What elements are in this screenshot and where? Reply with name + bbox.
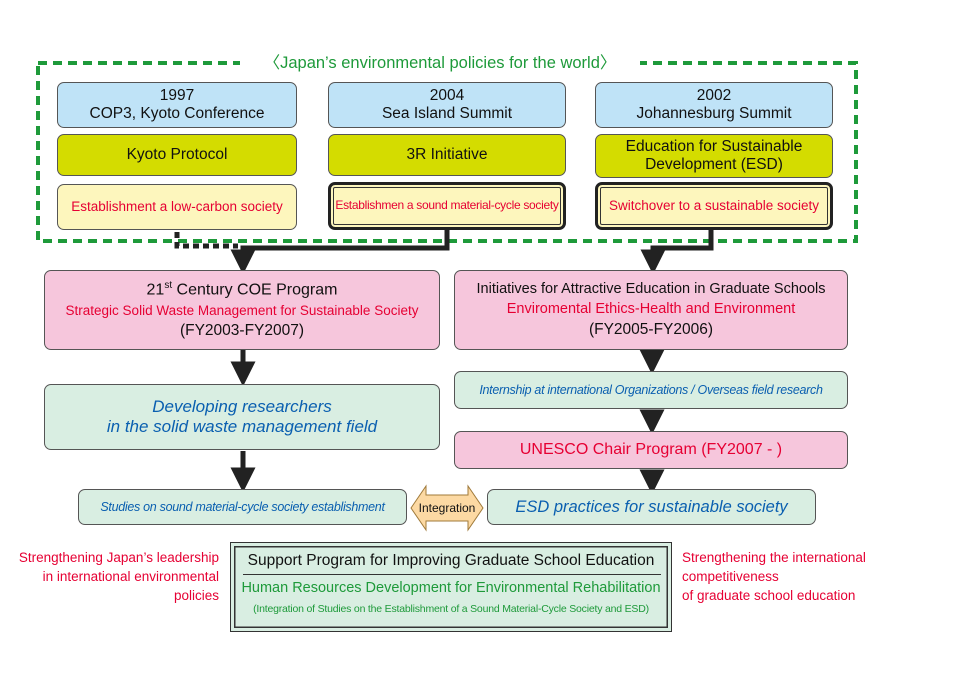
initiative-box-esd: Education for Sustainable Development (E… <box>595 134 833 178</box>
initiatives-period: (FY2005-FY2006) <box>588 320 714 338</box>
initiative-box-3r: 3R Initiative <box>328 134 566 176</box>
goal-box-material-cycle: Establishmen a sound material-cycle soci… <box>328 182 566 230</box>
event-name: Johannesburg Summit <box>636 105 792 122</box>
left-note-line2: in international environmental policies <box>42 568 219 603</box>
initiative-label: Kyoto Protocol <box>126 146 228 164</box>
support-subtitle: Human Resources Development for Environm… <box>241 580 661 596</box>
developing-researchers-box: Developing researchers in the solid wast… <box>44 384 440 450</box>
coe-title: 21st Century COE Program <box>146 280 338 299</box>
unesco-box: UNESCO Chair Program (FY2007 - ) <box>454 431 848 469</box>
goal-label: Establishment a low-carbon society <box>71 199 283 215</box>
initiatives-subtitle: Enviromental Ethics-Health and Environme… <box>506 301 796 318</box>
right-note: Strengthening the international competit… <box>682 549 962 606</box>
dotted-connector <box>174 232 238 249</box>
studies-label: Studies on sound material-cycle society … <box>100 499 385 514</box>
support-divider <box>243 574 661 575</box>
coe-program-box: 21st Century COE Program Strategic Solid… <box>44 270 440 350</box>
goal-label: Switchover to a sustainable society <box>608 198 820 214</box>
coe-period: (FY2003-FY2007) <box>179 321 305 339</box>
integration-label: Integration <box>418 501 476 515</box>
event-year: 1997 <box>159 87 195 105</box>
connector-3r-to-coe <box>230 230 450 275</box>
internship-box: Internship at international Organization… <box>454 371 848 409</box>
developing-line1: Developing researchers <box>152 397 332 417</box>
connector-esd-to-initiatives <box>640 230 714 275</box>
event-box-2004: 2004 Sea Island Summit <box>328 82 566 128</box>
event-year: 2004 <box>429 87 465 105</box>
left-note: Strengthening Japan’s leadership in inte… <box>14 549 219 606</box>
studies-box: Studies on sound material-cycle society … <box>78 489 407 525</box>
goal-box-low-carbon: Establishment a low-carbon society <box>57 184 297 230</box>
support-note: (Integration of Studies on the Establish… <box>253 603 649 615</box>
goal-box-sustainable: Switchover to a sustainable society <box>595 182 833 230</box>
coe-subtitle: Strategic Solid Waste Management for Sus… <box>65 303 419 319</box>
internship-label: Internship at international Organization… <box>479 382 823 397</box>
initiative-label-line1: Education for Sustainable <box>625 138 803 156</box>
event-box-1997: 1997 COP3, Kyoto Conference <box>57 82 297 128</box>
left-note-line1: Strengthening Japan’s leadership <box>18 550 219 565</box>
esd-practices-label: ESD practices for sustainable society <box>515 497 788 516</box>
initiative-box-kyoto: Kyoto Protocol <box>57 134 297 176</box>
right-note-line2: of graduate school education <box>682 587 856 603</box>
event-name: COP3, Kyoto Conference <box>89 105 265 122</box>
event-box-2002: 2002 Johannesburg Summit <box>595 82 833 128</box>
support-program-box: Support Program for Improving Graduate S… <box>230 542 672 632</box>
initiatives-title: Initiatives for Attractive Education in … <box>476 281 826 298</box>
right-note-line1: Strengthening the international competit… <box>682 550 866 584</box>
event-year: 2002 <box>696 87 732 105</box>
support-title: Support Program for Improving Graduate S… <box>247 552 655 569</box>
initiatives-box: Initiatives for Attractive Education in … <box>454 270 848 350</box>
policy-frame-title: 〈Japan’s environmental policies for the … <box>240 52 640 74</box>
esd-practices-box: ESD practices for sustainable society <box>487 489 816 525</box>
developing-line2: in the solid waste management field <box>106 417 378 436</box>
goal-label: Establishmen a sound material-cycle soci… <box>335 198 559 213</box>
unesco-label: UNESCO Chair Program (FY2007 - ) <box>519 440 783 458</box>
initiative-label-line2: Development (ESD) <box>645 156 783 173</box>
integration-arrow <box>410 484 484 532</box>
initiative-label: 3R Initiative <box>406 146 488 164</box>
event-name: Sea Island Summit <box>381 105 513 122</box>
